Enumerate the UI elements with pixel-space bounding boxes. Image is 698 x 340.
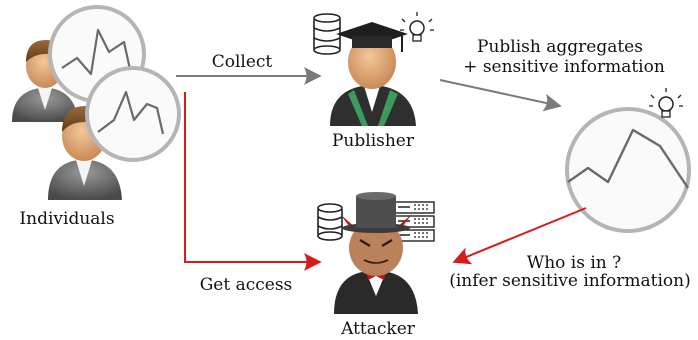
individuals-label: Individuals [19, 209, 114, 229]
who-is-in-label-line1: Who is in ? [527, 253, 622, 273]
publisher-label: Publisher [332, 131, 415, 151]
get-access-edge: Get access [184, 92, 322, 295]
attacker-label: Attacker [340, 319, 416, 339]
who-is-in-label-line2: (infer sensitive information) [449, 271, 691, 291]
collect-edge: Collect [176, 52, 322, 85]
database-icon [313, 13, 341, 55]
top-hat-icon [342, 192, 410, 233]
server-icon [393, 201, 435, 242]
aggregate-chart-node [565, 88, 691, 233]
lightbulb-icon [400, 12, 434, 42]
publish-label-line1: Publish aggregates [477, 37, 643, 57]
attacker-node: Attacker [317, 192, 435, 339]
collect-label: Collect [212, 52, 273, 72]
publish-label-line2: + sensitive information [463, 57, 665, 77]
who-is-in-edge: Who is in ? (infer sensitive information… [449, 207, 691, 291]
get-access-label: Get access [200, 275, 293, 295]
individuals-node: Individuals [12, 5, 181, 229]
database-icon [317, 203, 343, 241]
lightbulb-icon [649, 88, 683, 118]
graduation-cap-icon [336, 22, 408, 52]
chart-bubble-icon [85, 66, 181, 162]
publisher-node: Publisher [313, 12, 434, 151]
publish-edge: Publish aggregates + sensitive informati… [439, 37, 665, 112]
